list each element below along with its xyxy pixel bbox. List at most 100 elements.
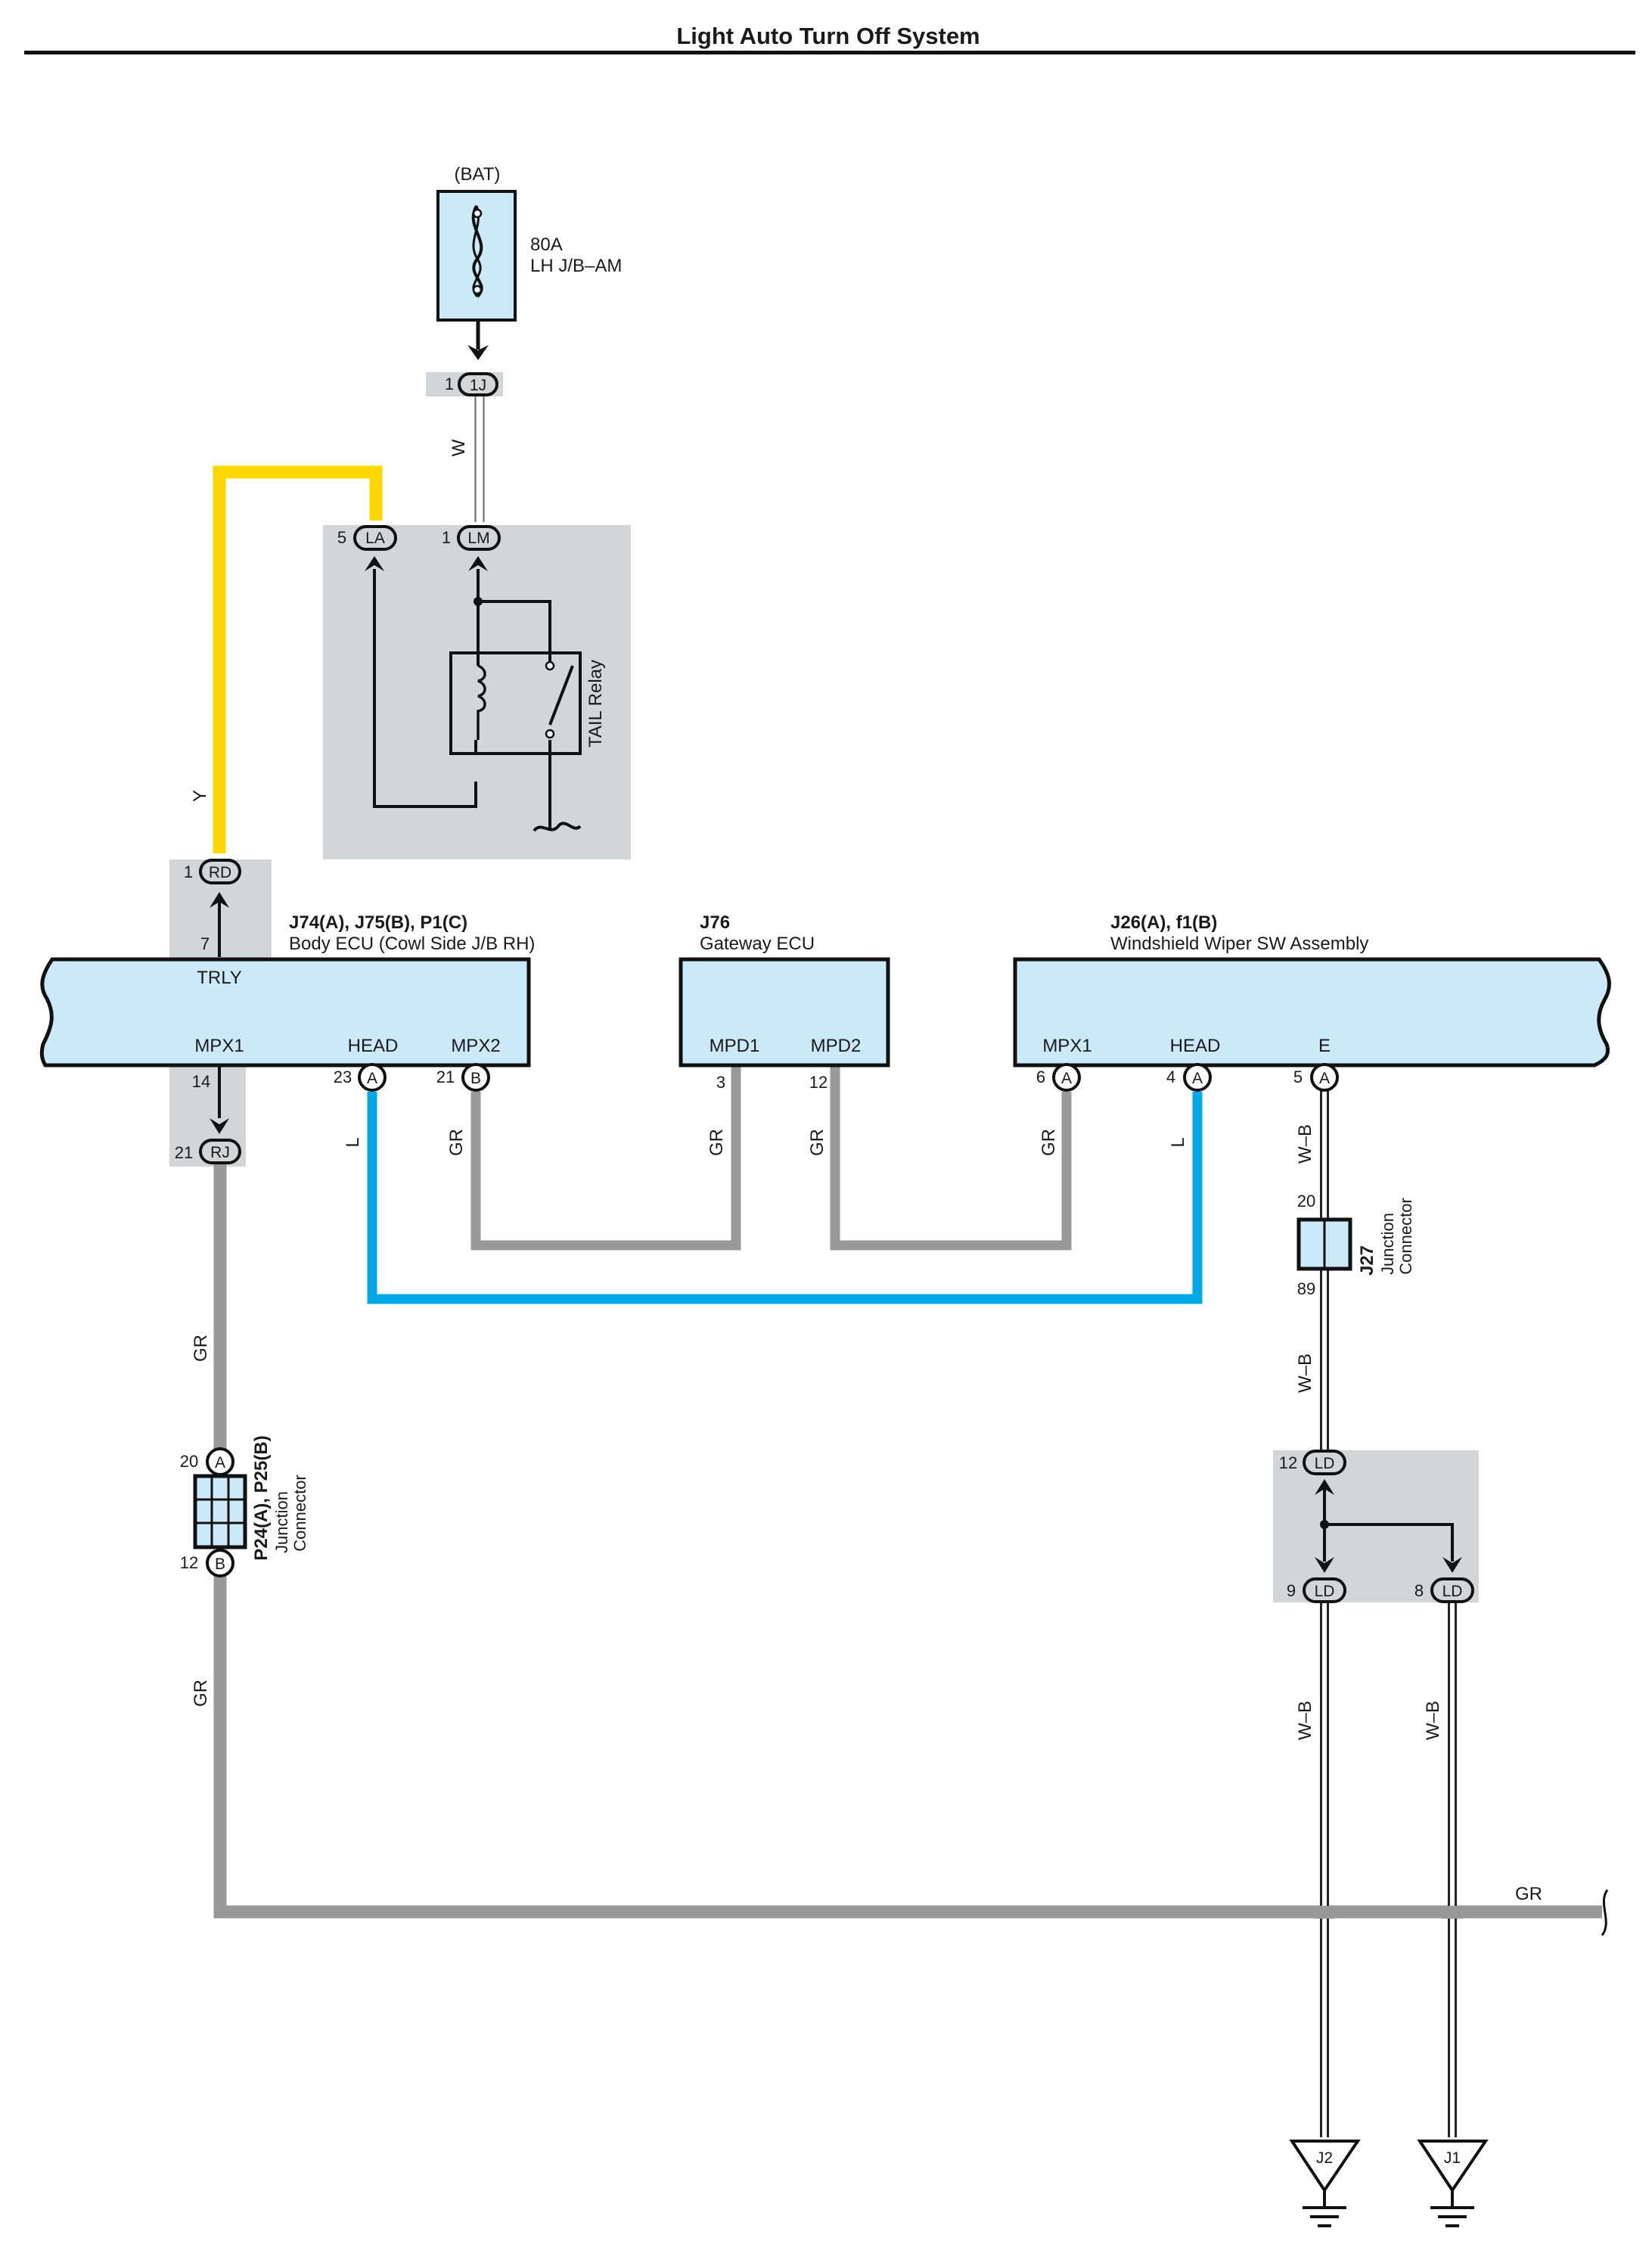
wiper-name: Windshield Wiper SW Assembly — [1110, 934, 1368, 954]
ld-connector-out2 — [1430, 1577, 1474, 1603]
relay-pin-lm: 1 — [442, 528, 451, 547]
body-ecu-term-mpx2: MPX2 — [451, 1036, 500, 1056]
wire-label-gr: GR — [807, 1129, 828, 1156]
fuse-conn-label: 1J — [470, 377, 486, 394]
relay-coil-icon — [477, 664, 486, 740]
arrow-up-icon — [468, 556, 488, 571]
arrow-down-icon — [467, 345, 489, 360]
gray-wire-break-symbol — [1601, 1889, 1609, 1936]
arrow-down-icon — [1442, 1557, 1462, 1573]
wire-label-l: L — [343, 1137, 363, 1147]
body-ecu-conn-mpx2-label: B — [470, 1070, 481, 1087]
body-ecu-connector-rd — [199, 859, 241, 884]
arrow-down-icon — [1315, 1557, 1334, 1573]
wire-label-w: W — [449, 439, 469, 456]
body-ecu-connector-mpx2 — [461, 1063, 490, 1092]
p24-conn-top-label: A — [215, 1454, 225, 1472]
ground-j2-label: J2 — [1316, 2149, 1333, 2167]
ld-junction-shade — [1273, 1450, 1479, 1602]
wiper-pin-e: 5 — [1293, 1068, 1303, 1086]
relay-conn-lm-label: LM — [467, 530, 489, 547]
wiper-connector-head — [1183, 1063, 1212, 1092]
relay-connector-la — [353, 525, 397, 551]
body-ecu-name: Body ECU (Cowl Side J/B RH) — [289, 934, 535, 954]
arrow-up-icon — [1315, 1479, 1334, 1495]
wiper-sw-box — [1013, 957, 1611, 1068]
yellow-wire — [213, 465, 383, 853]
gateway-code: J76 — [700, 912, 730, 933]
ld-pin-in: 12 — [1279, 1453, 1297, 1472]
body-ecu-pin-mpx1: 14 — [192, 1072, 210, 1091]
ld-conn-out1-label: LD — [1315, 1583, 1335, 1600]
wire-label-gr: GR — [191, 1335, 211, 1362]
title-rule — [24, 51, 1635, 54]
wire-label-gr: GR — [706, 1129, 727, 1156]
relay-pin-la: 5 — [337, 528, 346, 547]
relay-conn-la-label: LA — [365, 530, 385, 547]
ld-conn-out2-label: LD — [1442, 1583, 1463, 1600]
body-ecu-conn-rj-label: RJ — [210, 1144, 230, 1161]
body-ecu-term-head: HEAD — [348, 1036, 399, 1056]
wire-label-gr: GR — [446, 1129, 467, 1156]
body-ecu-connector-head — [358, 1063, 387, 1092]
ground-symbol-j2 — [1289, 2140, 1361, 2227]
body-ecu-pin-rj: 21 — [175, 1143, 193, 1162]
body-ecu-connector-rj — [199, 1139, 241, 1164]
j27-pin-bottom: 89 — [1297, 1279, 1315, 1298]
wiper-connector-e — [1310, 1063, 1339, 1092]
p24-name2: Connector — [290, 1475, 309, 1552]
body-ecu-term-trly: TRLY — [197, 968, 242, 988]
wire-label-wb: W–B — [1295, 1124, 1315, 1164]
ground-j1-label: J1 — [1444, 2149, 1461, 2167]
wire-label-wb: W–B — [1295, 1701, 1315, 1740]
wiper-term-e: E — [1318, 1036, 1331, 1056]
body-ecu-pin-head: 23 — [334, 1068, 352, 1086]
relay-internal-wiring — [373, 569, 582, 832]
wiper-conn-mpx1-label: A — [1061, 1070, 1072, 1087]
wiper-codes: J26(A), f1(B) — [1110, 912, 1217, 933]
p24-name1: Junction — [272, 1491, 291, 1553]
wiper-conn-head-label: A — [1192, 1070, 1203, 1087]
wire-label-gr: GR — [1039, 1129, 1059, 1156]
p24-connector-bottom — [206, 1549, 234, 1577]
fuse-rating: 80A — [530, 235, 563, 255]
wiper-connector-mpx1 — [1052, 1063, 1081, 1092]
body-ecu-conn-head-label: A — [367, 1070, 377, 1087]
j27-code: J27 — [1357, 1245, 1377, 1276]
body-ecu-codes: J74(A), J75(B), P1(C) — [289, 912, 467, 933]
gateway-term-mpd2: MPD2 — [811, 1036, 862, 1056]
wiper-term-mpx1: MPX1 — [1042, 1036, 1092, 1056]
wire-label-gr: GR — [1515, 1884, 1542, 1904]
fuse-conn-pin: 1 — [445, 374, 454, 393]
arrow-up-icon — [365, 556, 384, 571]
body-ecu-pin-trly: 7 — [200, 934, 210, 953]
wire-label-y: Y — [190, 790, 210, 802]
gateway-pin-mpd1: 3 — [716, 1073, 725, 1092]
gateway-ecu-box — [678, 957, 890, 1068]
arrow-down-icon — [210, 1118, 229, 1134]
ld-pin-out1: 9 — [1287, 1581, 1296, 1600]
wire-label-gr: GR — [191, 1680, 211, 1707]
page-title: Light Auto Turn Off System — [676, 23, 980, 49]
wiper-pin-head: 4 — [1166, 1068, 1175, 1086]
gray-wire-mpx2-mpd1 — [470, 1066, 741, 1251]
wiper-term-head: HEAD — [1170, 1036, 1221, 1056]
j27-pin-top: 20 — [1297, 1192, 1315, 1211]
wire-label-wb: W–B — [1423, 1701, 1443, 1740]
gateway-name: Gateway ECU — [700, 934, 815, 954]
body-ecu-conn-rd-label: RD — [209, 864, 231, 881]
p24-connector-box — [193, 1474, 247, 1549]
j27-name1: Junction — [1378, 1213, 1397, 1275]
p24-pin-top: 20 — [180, 1452, 198, 1471]
arrow-up-icon — [210, 892, 229, 908]
p24-conn-bottom-label: B — [215, 1555, 225, 1573]
fuse-connector-1j — [458, 372, 498, 396]
ground-symbol-j1 — [1417, 2140, 1489, 2227]
p24-code: P24(A), P25(B) — [251, 1435, 272, 1560]
ld-conn-in-label: LD — [1315, 1455, 1335, 1472]
ld-connector-out1 — [1303, 1577, 1346, 1603]
gateway-pin-mpd2: 12 — [809, 1073, 828, 1092]
body-ecu-pin-mpx2: 21 — [436, 1068, 455, 1086]
wire-label-l: L — [1168, 1137, 1188, 1147]
